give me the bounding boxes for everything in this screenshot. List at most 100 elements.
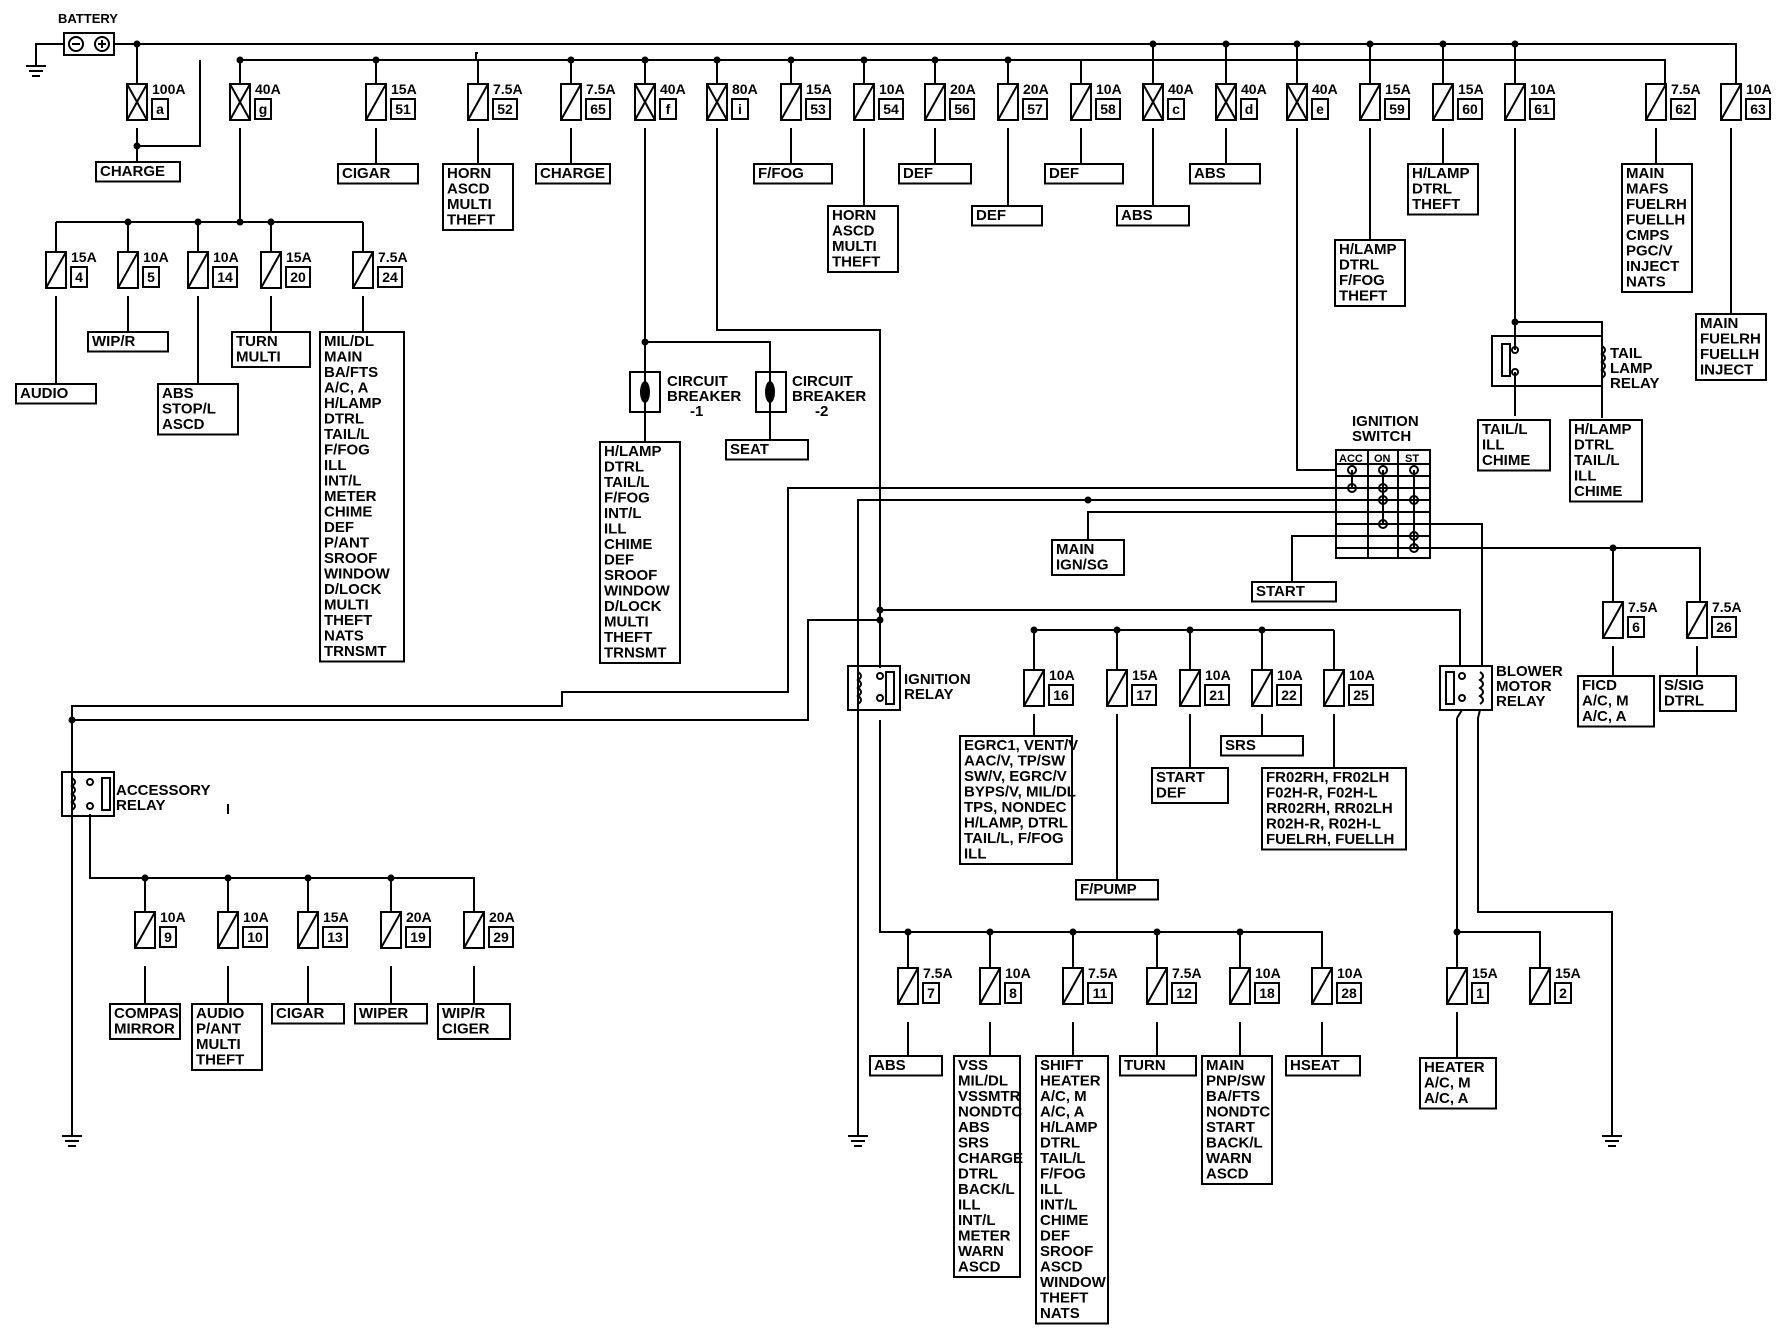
fuse-number: i [738, 101, 742, 117]
fuse-24-loads-line: NATS [324, 628, 364, 645]
fuse-20-loads-line: TURN [236, 333, 278, 350]
tail-relay-out2-line: TAIL/L [1574, 452, 1620, 469]
fuse-amperage: 10A [160, 909, 186, 925]
fuse-number-box [1529, 98, 1555, 120]
fuse-icon [463, 911, 485, 949]
fuse-24-loads-line: MAIN [324, 349, 362, 366]
fuse-icon [1106, 669, 1128, 707]
fuse-25-loads-line: RR02RH, RR02LH [1266, 800, 1393, 817]
fuse-number-box [492, 98, 518, 120]
fuse-18-loads-line: PNP/SW [1206, 1073, 1266, 1090]
fuse-amperage: 15A [71, 249, 97, 265]
fuse-58-loads-box [1044, 163, 1124, 185]
fuse-icon [297, 911, 319, 949]
fuse-number-box [1745, 98, 1771, 120]
fuse-icon [979, 967, 1001, 1005]
fuse-9-loads-line: COMPAS [114, 1005, 179, 1022]
fuse-icon [853, 83, 875, 121]
fuse-amperage: 10A [243, 909, 269, 925]
ign-col-acc: ACC [1339, 453, 1363, 465]
fuse-62-loads-line: MAFS [1626, 181, 1669, 198]
ign-col-on: ON [1374, 453, 1391, 465]
fuse-icon [467, 83, 489, 121]
fuse-number: 14 [217, 269, 233, 285]
main-ign-line: MAIN [1056, 541, 1094, 558]
fuse-number-box [390, 98, 416, 120]
start-line: START [1256, 583, 1305, 600]
blower-motor-relay: BLOWER MOTOR RELAY [1439, 663, 1563, 719]
fuse-amperage: 20A [489, 909, 515, 925]
fuse-1-loads-line: A/C, M [1424, 1075, 1471, 1092]
fuse-number: e [1316, 101, 1324, 117]
cb1-loads: H/LAMPDTRLTAIL/LF/FOGINT/LILLCHIMEDEFSRO… [599, 441, 681, 664]
fuse-amperage: 15A [1472, 965, 1498, 981]
fuse-number-box [1171, 982, 1197, 1004]
fuse-63-loads-line: FUELLH [1700, 346, 1759, 363]
fuse-24-loads-line: H/LAMP [324, 395, 382, 412]
fuse-16-loads-line: AAC/V, TP/SW [964, 753, 1066, 770]
fuse-14-loads-line: STOP/L [162, 401, 216, 418]
fuse-11-loads-line: CHIME [1040, 1212, 1088, 1229]
fuse-8-loads-line: SRS [958, 1135, 989, 1152]
cb1-loads-line: THEFT [604, 629, 652, 646]
battery-label: BATTERY [58, 11, 118, 26]
fuse-number: 7 [927, 985, 935, 1001]
fuse-icon [187, 251, 209, 289]
fuse-number-box [285, 266, 311, 288]
fuse-54-loads-line: ASCD [832, 223, 875, 240]
fuse-11-loads-line: TAIL/L [1040, 1150, 1086, 1167]
fuse-amperage: 10A [1349, 667, 1375, 683]
fuse-number: 9 [164, 929, 172, 945]
fuse-number-box [1022, 98, 1048, 120]
fuse-amperage: 80A [732, 81, 758, 97]
fuse-6-loads-line: A/C, M [1582, 693, 1629, 710]
fuse-amperage: 10A [1530, 81, 1556, 97]
fuse-51-loads-box [337, 163, 419, 185]
fuse-amperage: 7.5A [1712, 599, 1742, 615]
tail-lamp-relay: TAIL LAMP RELAY [1491, 335, 1659, 392]
tail-relay-out2-line: H/LAMP [1574, 421, 1632, 438]
cb2-loads-line: SEAT [730, 441, 769, 458]
fuse-number-box [242, 926, 268, 948]
fuse-14-loads-box [157, 383, 239, 436]
fuse-icon [1720, 83, 1742, 121]
fuse-24-loads-line: DTRL [324, 411, 364, 428]
fuse-number-box [1004, 982, 1022, 1004]
fuse-number: 19 [410, 929, 426, 945]
fuse-14-loads-line: ABS [162, 385, 194, 402]
fuse-24-loads-line: A/C, A [324, 380, 369, 397]
fuse-number: 56 [954, 101, 970, 117]
fuse-18-loads-line: ASCD [1206, 1166, 1249, 1183]
fuse-number-box [1311, 98, 1329, 120]
fuse-amperage: 15A [323, 909, 349, 925]
fuse-number-box [1131, 684, 1157, 706]
fuses: 100AaCHARGE40Ag15A51CIGAR7.5A52HORNASCDM… [15, 81, 1772, 1325]
fuse-number-box [1204, 684, 1230, 706]
fuse-number: 57 [1027, 101, 1043, 117]
fuse-amperage: 20A [406, 909, 432, 925]
fuse-icon [1645, 83, 1667, 121]
fuse-amperage: 10A [1205, 667, 1231, 683]
fuse-18-loads-line: MAIN [1206, 1057, 1244, 1074]
fuse-number-box [1348, 684, 1374, 706]
fusible-link-icon [634, 83, 656, 121]
fuse-24-loads-line: ILL [324, 457, 347, 474]
cb2-loads: SEAT [725, 439, 809, 461]
ign-col-st: ST [1405, 453, 1419, 465]
wiring [26, 43, 1737, 1147]
fuse-8-loads-line: ABS [958, 1119, 990, 1136]
fuse-amperage: 15A [391, 81, 417, 97]
fuse-65-loads-box [535, 163, 611, 185]
fuse-4-loads-box [15, 383, 97, 405]
fuse-20-loads-line: MULTI [236, 349, 281, 366]
